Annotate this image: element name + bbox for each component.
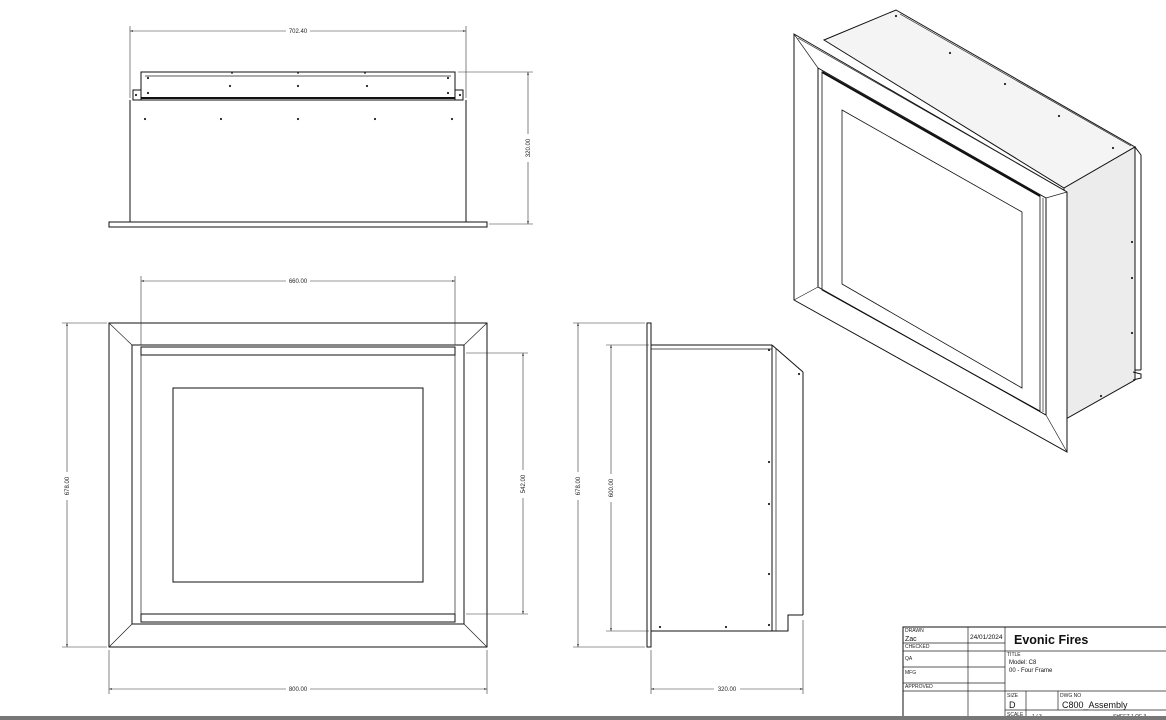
title-line-1: Model: C8	[1009, 660, 1037, 666]
dim-side-inner-height: 600.00	[609, 478, 615, 497]
title-block: DRAWN Zac 24/01/2024 CHECKED QA MFG APPR…	[902, 626, 1166, 720]
mfg-label: MFG	[905, 670, 916, 676]
dim-front-inner-height: 542.00	[521, 474, 527, 493]
side-view: 678.00 600.00 320.00	[573, 322, 804, 694]
title-label: TITLE	[1007, 652, 1021, 658]
front-view: 660.00 678.00 542.00 800.00	[62, 276, 528, 694]
size-value: D	[1009, 700, 1016, 710]
dim-top-height: 320.00	[526, 138, 532, 157]
scale-label: SCALE	[1007, 712, 1024, 718]
dim-side-depth: 320.00	[718, 687, 737, 693]
drawn-label: DRAWN	[905, 628, 924, 634]
dim-front-inner-width: 660.00	[289, 279, 308, 285]
sheet-border	[0, 716, 1166, 720]
top-view: 702.40 320.00	[108, 26, 533, 228]
dim-top-width: 702.40	[289, 29, 308, 35]
dim-side-height: 678.00	[576, 476, 582, 495]
drawn-by: Zac	[905, 636, 917, 643]
approved-label: APPROVED	[905, 684, 933, 690]
qa-label: QA	[905, 656, 913, 662]
dwg-no-value: C800_Assembly	[1062, 700, 1128, 710]
checked-label: CHECKED	[905, 644, 930, 650]
drawn-date: 24/01/2024	[970, 634, 1003, 641]
dwg-no-label: DWG NO	[1060, 693, 1081, 699]
isometric-view	[793, 9, 1142, 453]
title-line-2: 00 - Four Frame	[1009, 668, 1053, 674]
size-label: SIZE	[1007, 693, 1019, 699]
dim-front-height: 678.00	[65, 476, 71, 495]
company-name: Evonic Fires	[1014, 633, 1088, 647]
dim-front-width: 800.00	[289, 687, 308, 693]
